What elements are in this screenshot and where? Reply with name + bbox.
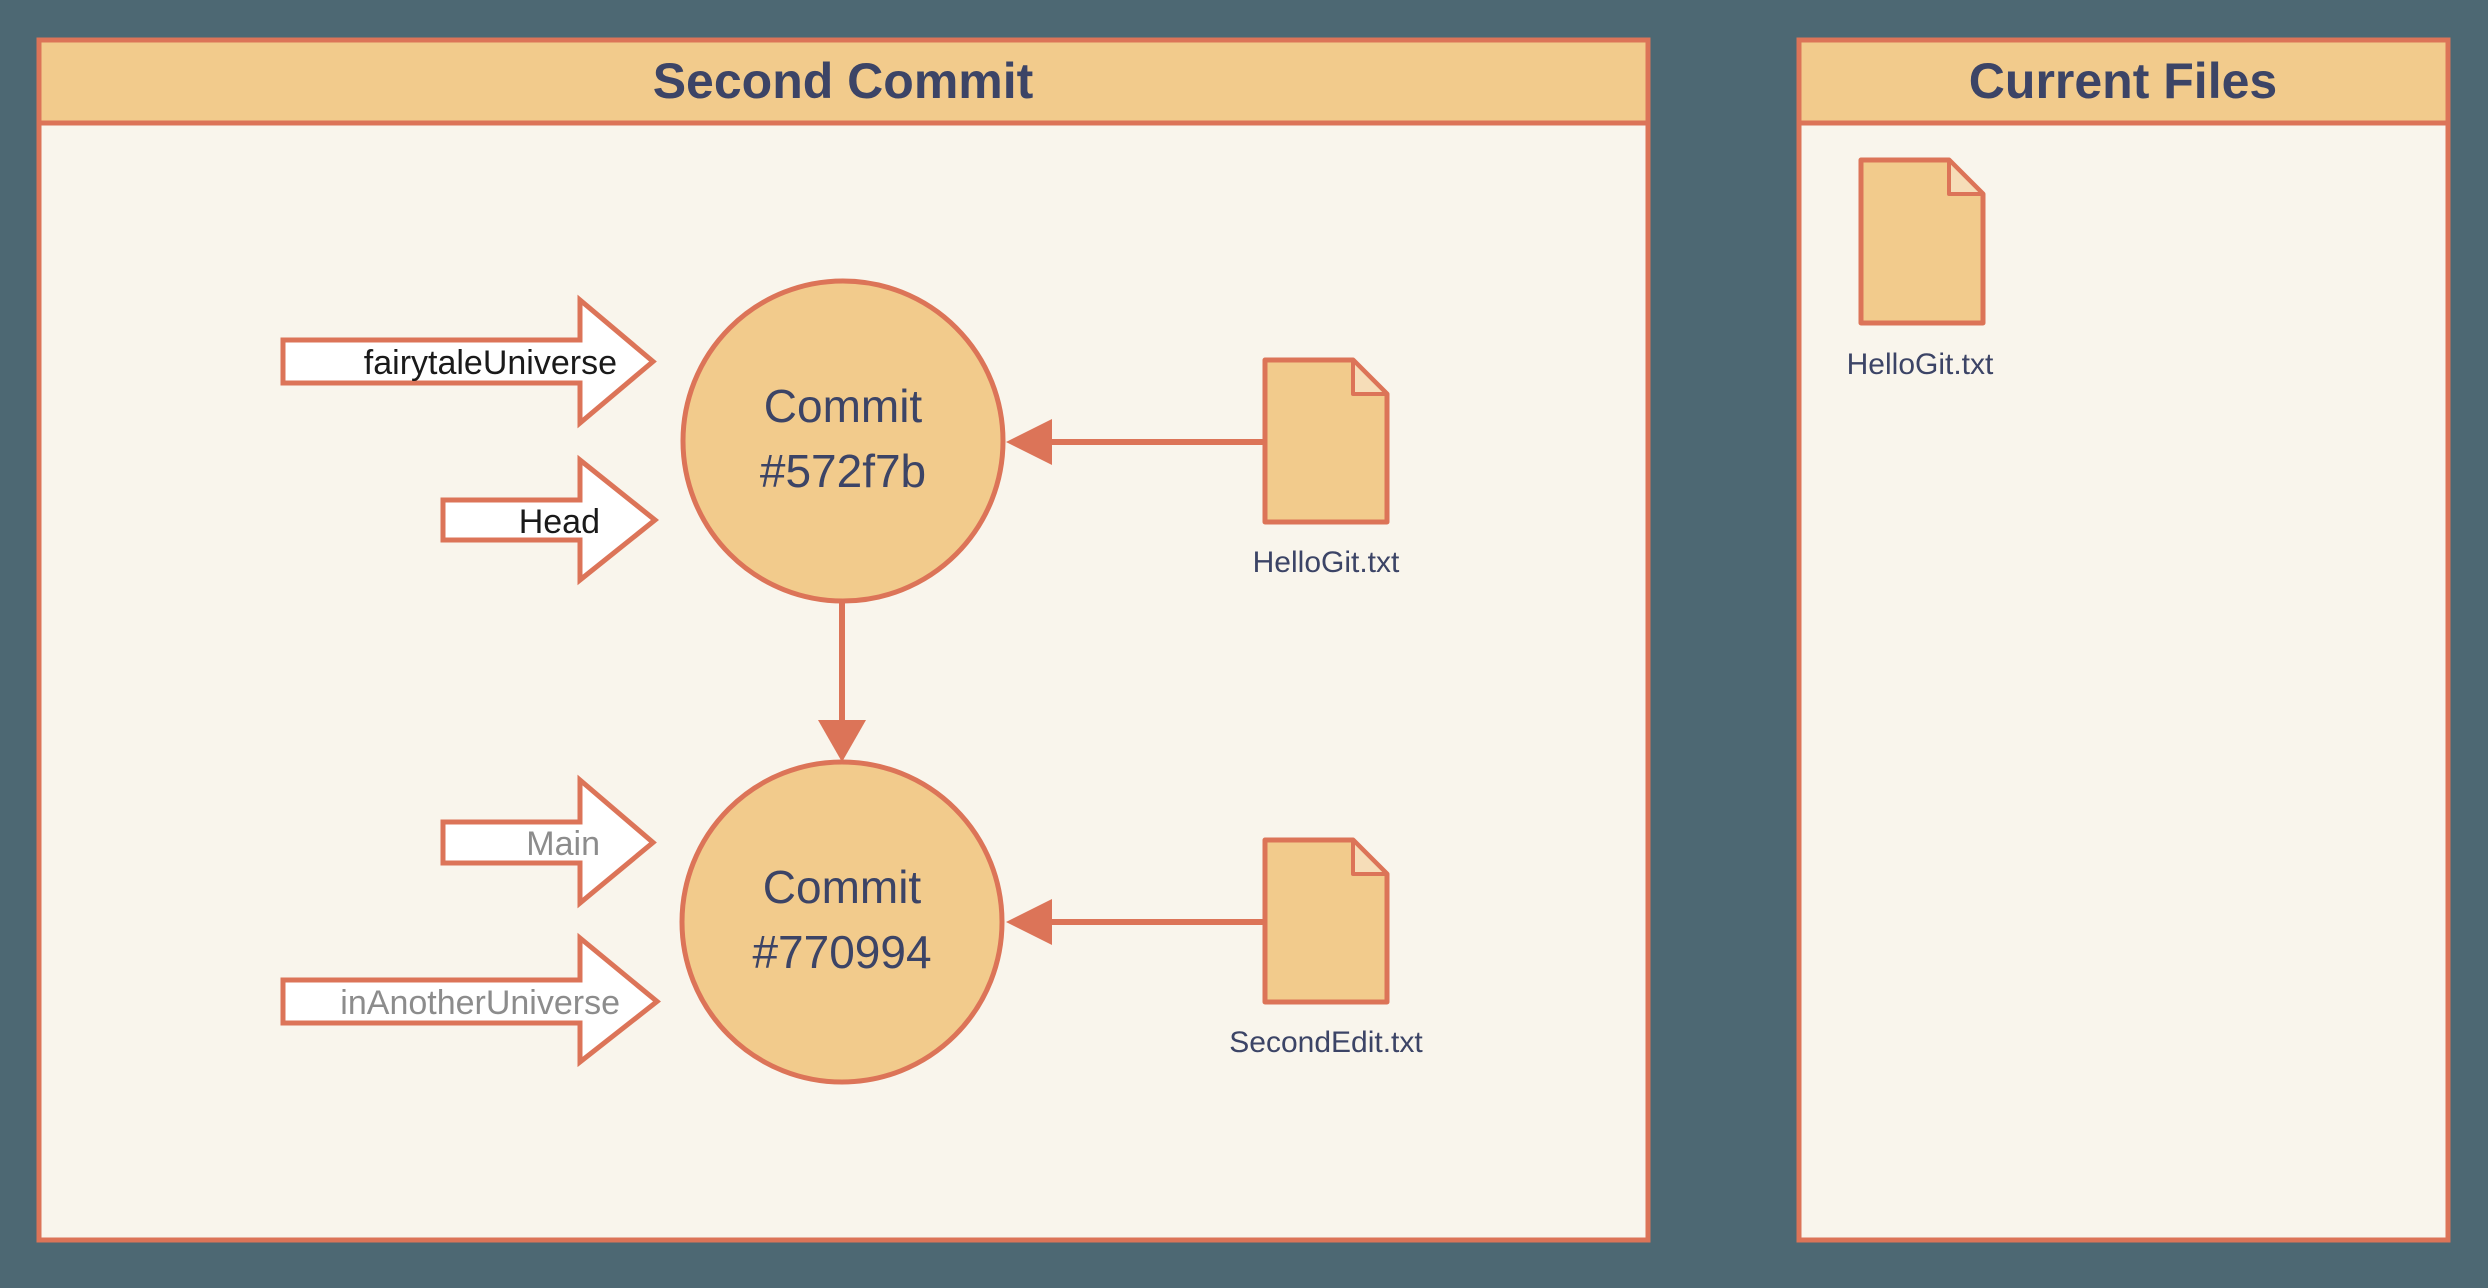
branch-arrow-main: Main xyxy=(440,774,657,909)
current-files-panel: Current Files HelloGit.txt xyxy=(1796,37,2451,1243)
block-arrow-shape xyxy=(280,932,661,1068)
document-fold-icon xyxy=(1947,158,1985,196)
arrowhead-left-icon xyxy=(1006,419,1052,465)
commit-circle xyxy=(680,278,1006,604)
branch-arrow-label: Main xyxy=(526,825,600,863)
commit-edge xyxy=(818,603,866,762)
second-commit-panel-header xyxy=(36,37,1651,126)
document-icon xyxy=(1262,837,1390,1005)
commit-label-line1: Commit xyxy=(763,861,922,913)
arrowhead-left-icon xyxy=(1006,899,1052,945)
branch-arrow-fairytaleuniverse: fairytaleUniverse xyxy=(280,294,657,429)
block-arrow-shape xyxy=(440,774,657,909)
arrowhead-down-icon xyxy=(818,720,866,762)
document-fold-icon xyxy=(1351,358,1389,396)
second-commit-panel-title: Second Commit xyxy=(653,53,1034,109)
commit-circle xyxy=(679,759,1005,1085)
file-edge-hellogit xyxy=(1006,419,1265,465)
document-icon xyxy=(1262,357,1390,525)
block-arrow-shape xyxy=(440,454,660,586)
file-item-secondedit: SecondEdit.txt xyxy=(1229,837,1423,1059)
file-label: HelloGit.txt xyxy=(1847,348,1994,381)
commit-label-line1: Commit xyxy=(764,380,923,432)
branch-arrow-inanotheruniverse: inAnotherUniverse xyxy=(280,932,661,1068)
commit-hash: #572f7b xyxy=(760,445,926,497)
commit-hash: #770994 xyxy=(752,926,931,978)
file-item-hellogit: HelloGit.txt xyxy=(1253,357,1400,579)
current-file-item-hellogit: HelloGit.txt xyxy=(1847,157,1994,381)
document-fold-icon xyxy=(1351,838,1389,876)
file-label: SecondEdit.txt xyxy=(1229,1026,1423,1059)
branch-arrow-label: fairytaleUniverse xyxy=(364,344,617,382)
branch-arrow-label: Head xyxy=(519,503,600,541)
commit-node-770994: Commit #770994 xyxy=(679,759,1005,1085)
current-files-panel-header xyxy=(1796,37,2451,126)
commit-node-572f7b: Commit #572f7b xyxy=(680,278,1006,604)
file-edge-secondedit xyxy=(1006,899,1265,945)
current-files-panel-title: Current Files xyxy=(1969,53,2277,109)
branch-arrow-label: inAnotherUniverse xyxy=(340,984,620,1022)
block-arrow-shape xyxy=(280,294,657,429)
document-icon xyxy=(1858,157,1986,326)
branch-arrow-head: Head xyxy=(440,454,660,586)
file-label: HelloGit.txt xyxy=(1253,546,1400,579)
second-commit-panel: Second Commit fairytaleUniverse Head Mai… xyxy=(36,37,1651,1243)
